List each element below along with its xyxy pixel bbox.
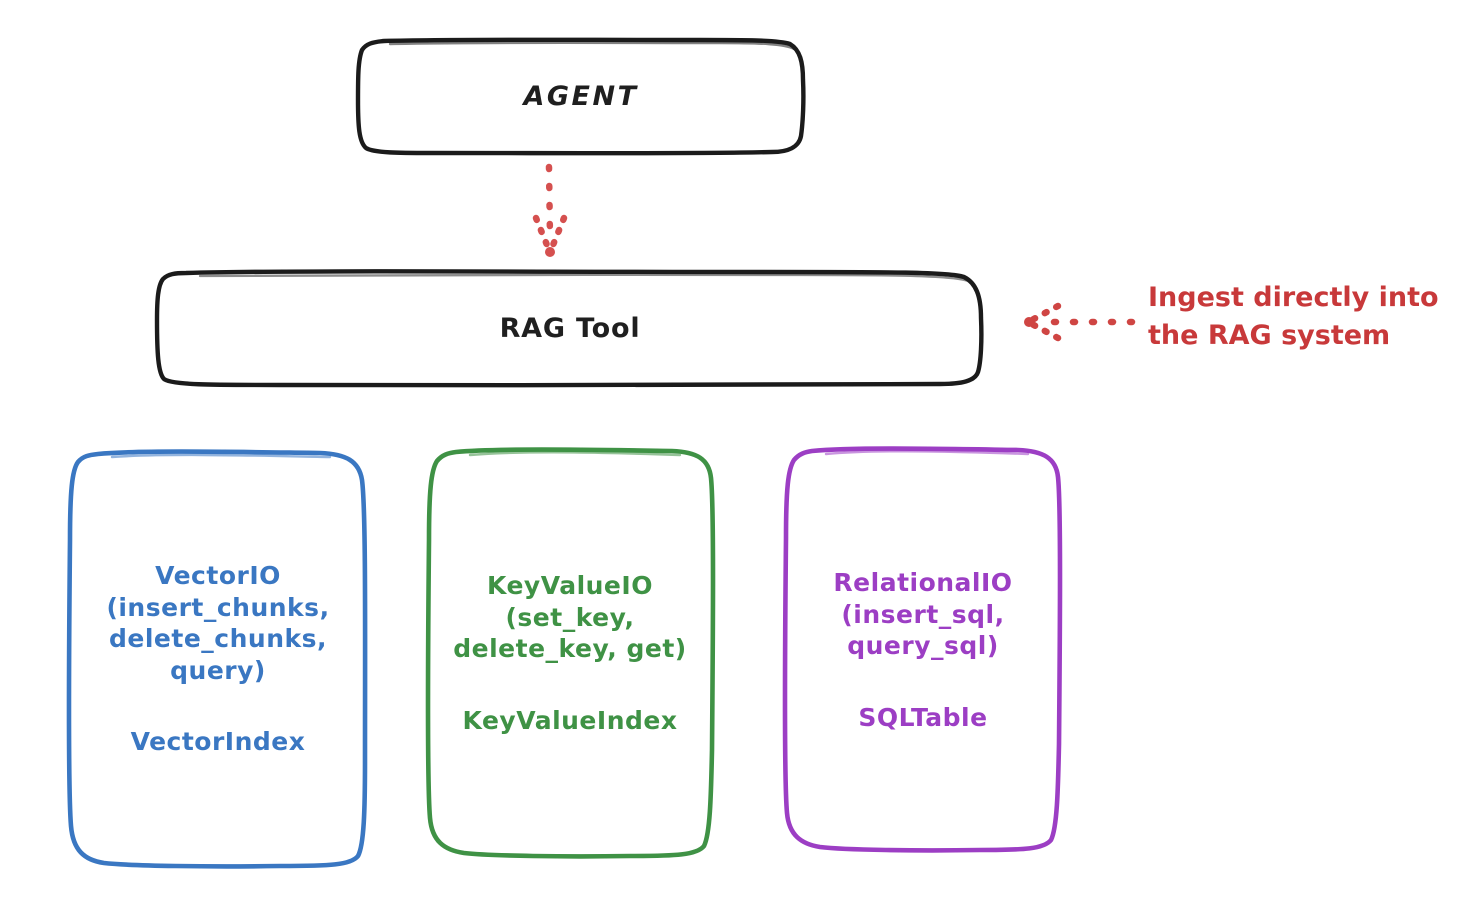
agent-node-shape[interactable] — [355, 37, 806, 156]
keyvalue-store-node-shape[interactable] — [425, 447, 716, 859]
vector-store-node-shape[interactable] — [66, 449, 368, 869]
ingest-to-ragtool-connector-icon — [1024, 302, 1136, 342]
relational-store-node-shape[interactable] — [782, 446, 1063, 853]
rag-tool-node-shape[interactable] — [154, 269, 984, 388]
agent-to-ragtool-connector-icon — [532, 163, 568, 257]
